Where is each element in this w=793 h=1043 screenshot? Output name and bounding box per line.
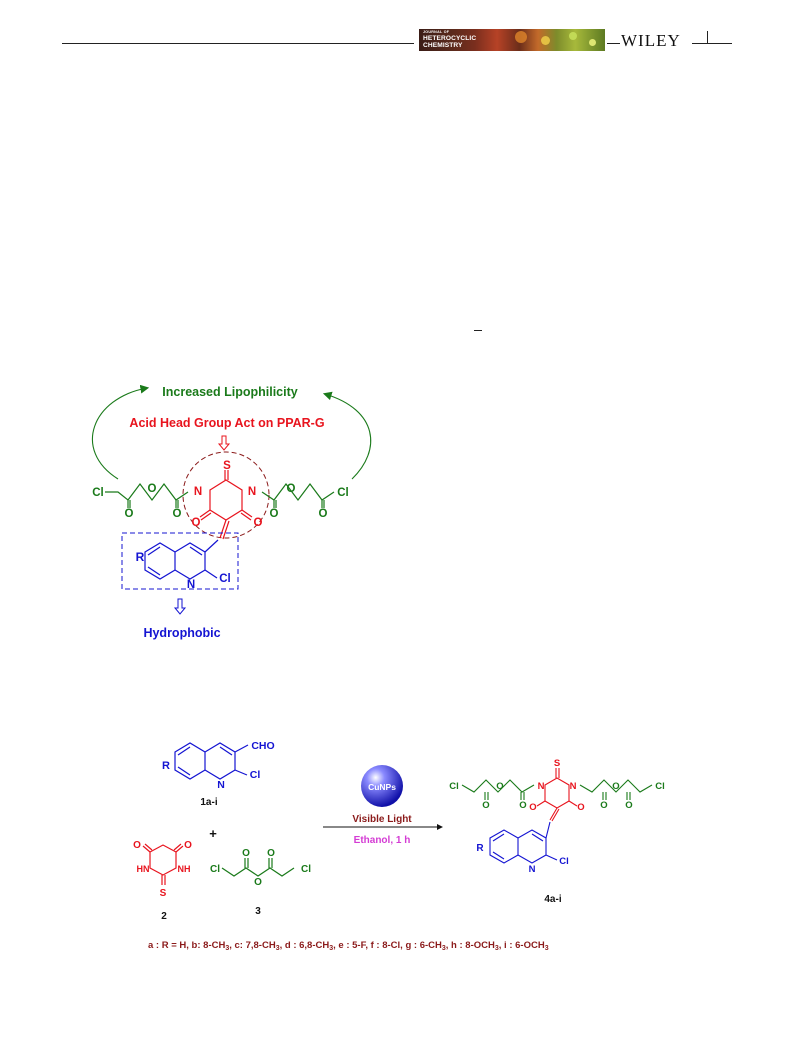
atom-o-right: O (254, 517, 263, 529)
atom-o-ester: O (148, 483, 157, 495)
atom-s: S (554, 758, 560, 769)
header-rule-short (607, 43, 620, 44)
condition-visible-light: Visible Light (352, 814, 412, 825)
atom-nh: NH (178, 864, 191, 874)
atom-cl: Cl (559, 856, 569, 867)
banner-orb (589, 39, 596, 46)
substituent-list: a : R = H, b: 8-CH3, c: 7,8-CH3, d : 6,8… (148, 940, 549, 952)
atom-n: N (538, 781, 545, 792)
atom-o: O (577, 802, 584, 813)
atom-n: N (570, 781, 577, 792)
atom-o: O (519, 800, 526, 811)
banner-orb (541, 36, 550, 45)
curved-arrow-left-icon (91, 384, 150, 480)
atom-o: O (267, 848, 275, 859)
atom-o: O (496, 781, 503, 792)
product-thiobarbiturate (536, 768, 578, 822)
compound-1-label: 1a-i (200, 797, 217, 808)
header-rule (62, 43, 414, 44)
page-tick (707, 31, 708, 43)
atom-n: N (217, 779, 225, 791)
stray-dash (474, 330, 482, 331)
journal-line1: JOURNAL OF (423, 30, 450, 34)
atom-o-carbonyl: O (319, 508, 328, 520)
atom-cl-quinoline: Cl (219, 573, 231, 585)
compound-3-label: 3 (255, 906, 261, 917)
atom-cl-right: Cl (337, 487, 349, 499)
atom-cl: Cl (449, 781, 459, 792)
product-right-chain (579, 779, 653, 800)
atom-s: S (160, 888, 167, 899)
curved-arrow-right-icon (322, 391, 372, 480)
condition-ethanol: Ethanol, 1 h (354, 835, 411, 846)
atom-nh: HN (137, 864, 150, 874)
reactant-3-structure (221, 858, 295, 877)
publisher-logo: WILEY (621, 31, 681, 50)
atom-o-carbonyl: O (125, 508, 134, 520)
atom-cl: Cl (250, 769, 261, 781)
cunps-catalyst-icon (361, 765, 403, 807)
hydrophobic-label: Hydrophobic (143, 626, 220, 640)
thiobarbiturate-ring (199, 470, 253, 521)
atom-o: O (612, 781, 619, 792)
atom-o-carbonyl: O (270, 508, 279, 520)
atom-r: R (136, 550, 145, 564)
reactant-2-structure (142, 843, 184, 885)
quinoline-core (144, 539, 219, 580)
atom-n: N (529, 864, 536, 875)
journal-line3: CHEMISTRY (423, 42, 463, 50)
atom-o: O (482, 800, 489, 811)
atom-o: O (133, 840, 141, 851)
thiobarbiturate-highlight-circle (182, 451, 270, 539)
atom-o: O (184, 840, 192, 851)
atom-cl: Cl (655, 781, 665, 792)
header-rule-right (692, 43, 732, 44)
lipophilicity-title: Increased Lipophilicity (162, 385, 297, 399)
journal-line2: HETEROCYCLIC (423, 34, 477, 42)
compound-2-label: 2 (161, 911, 167, 922)
acid-head-title: Acid Head Group Act on PPAR-G (129, 416, 324, 430)
atom-o: O (600, 800, 607, 811)
reaction-arrow-head-icon (437, 824, 443, 830)
atom-o: O (242, 848, 250, 859)
product-left-chain (461, 779, 535, 800)
atom-n-left: N (194, 486, 202, 498)
atom-o: O (625, 800, 632, 811)
hydrophobic-box (121, 532, 239, 590)
atom-cl: Cl (210, 864, 220, 875)
right-ester-chain (261, 483, 335, 508)
atom-n-quinoline: N (187, 579, 195, 591)
atom-o-carbonyl: O (173, 508, 182, 520)
atom-r: R (476, 843, 484, 854)
atom-o: O (529, 802, 536, 813)
atom-o-ester: O (287, 483, 296, 495)
atom-cl: Cl (301, 864, 311, 875)
banner-orb (569, 32, 577, 40)
plus-sign: + (209, 826, 217, 841)
left-ester-chain (105, 483, 189, 508)
atom-o: O (254, 877, 262, 888)
journal-title: JOURNAL OF HETEROCYCLIC CHEMISTRY (423, 30, 477, 50)
atom-o-left: O (192, 517, 201, 529)
atom-s: S (223, 460, 231, 472)
journal-banner: JOURNAL OF HETEROCYCLIC CHEMISTRY (419, 29, 605, 51)
atom-cl-left: Cl (92, 487, 104, 499)
cho-label: CHO (251, 740, 274, 752)
atom-r: R (162, 760, 170, 772)
exocyclic-double-bond (219, 519, 230, 540)
catalyst-label: CuNPs (368, 782, 396, 792)
banner-orb (515, 31, 527, 43)
arrow-down-red-icon (217, 435, 231, 451)
arrow-down-blue-icon (173, 598, 187, 615)
reactant-1-structure (174, 742, 249, 780)
compound-4-label: 4a-i (544, 894, 561, 905)
atom-n-right: N (248, 486, 256, 498)
product-quinoline (489, 821, 558, 864)
